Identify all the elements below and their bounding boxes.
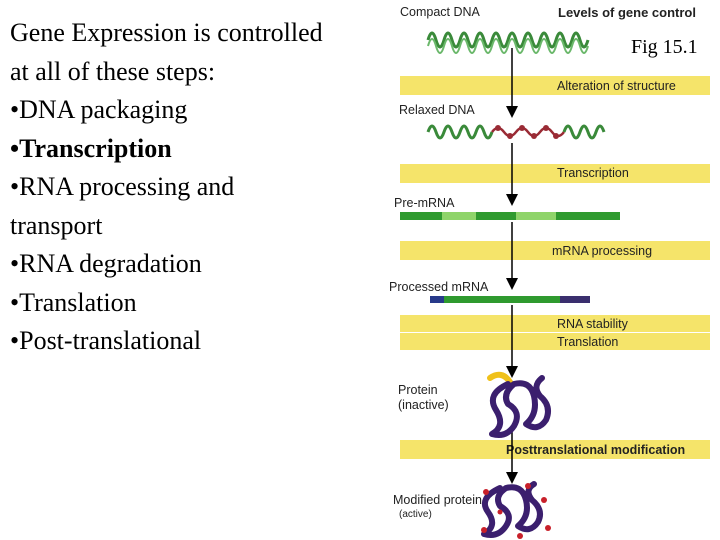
compact-dna-coil [426, 31, 590, 49]
relaxed-dna-left [426, 124, 494, 140]
state-relaxed-dna: Relaxed DNA [399, 103, 475, 117]
band-alteration [400, 76, 710, 95]
slide-text: Gene Expression is controlled at all of … [10, 14, 390, 361]
bullet-translation: •Translation [10, 287, 137, 317]
state-modified-active: (active) [399, 509, 432, 520]
level-alteration: Alteration of structure [557, 79, 676, 93]
band-rna-stability [400, 315, 710, 332]
level-mrna-processing: mRNA processing [552, 244, 652, 258]
mrna-coding [444, 296, 560, 303]
inactive-protein [487, 371, 551, 438]
band-posttranslational [400, 440, 710, 459]
bullet-dna-packaging: •DNA packaging [10, 95, 188, 124]
bullet-rna-processing: •RNA processing and [10, 172, 235, 201]
bullet-transcription: •Transcription [10, 133, 172, 163]
state-compact-dna: Compact DNA [400, 5, 481, 19]
slide-title-line2: at all of these steps: [10, 56, 216, 86]
state-pre-mrna: Pre-mRNA [394, 196, 455, 210]
level-translation: Translation [557, 335, 618, 349]
slide-title-line1: Gene Expression is controlled [10, 18, 323, 47]
relaxed-dna-right [562, 124, 606, 140]
band-translation [400, 333, 710, 350]
state-processed-mrna: Processed mRNA [389, 280, 489, 294]
bullet-rna-processing-cont: transport [10, 210, 103, 240]
compact-dna-coil-back [427, 38, 589, 54]
level-transcription: Transcription [557, 166, 629, 180]
pre-mrna-intron-2 [516, 212, 556, 220]
level-posttranslational: Posttranslational modification [506, 443, 685, 457]
figure-label: Fig 15.1 [631, 36, 698, 58]
relaxed-dna-middle [491, 126, 565, 138]
pre-mrna-exon-3 [556, 212, 620, 220]
state-modified-protein: Modified protein [393, 493, 482, 507]
relaxed-dna-beads [495, 125, 559, 139]
mrna-cap [430, 296, 444, 303]
modified-protein [481, 481, 551, 539]
pre-mrna-exon-2 [476, 212, 516, 220]
level-rna-stability: RNA stability [557, 317, 629, 331]
pre-mrna-exon-1 [400, 212, 442, 220]
mrna-polya-tail [560, 296, 590, 303]
levels-heading: Levels of gene control [558, 5, 696, 20]
band-mrna-processing [400, 241, 710, 260]
state-protein-inactive: (inactive) [398, 398, 449, 412]
band-transcription [400, 164, 710, 183]
pre-mrna-intron-1 [442, 212, 476, 220]
bullet-rna-degradation: •RNA degradation [10, 249, 202, 278]
state-protein: Protein [398, 383, 438, 397]
bullet-post-translational: •Post-translational [10, 326, 202, 355]
